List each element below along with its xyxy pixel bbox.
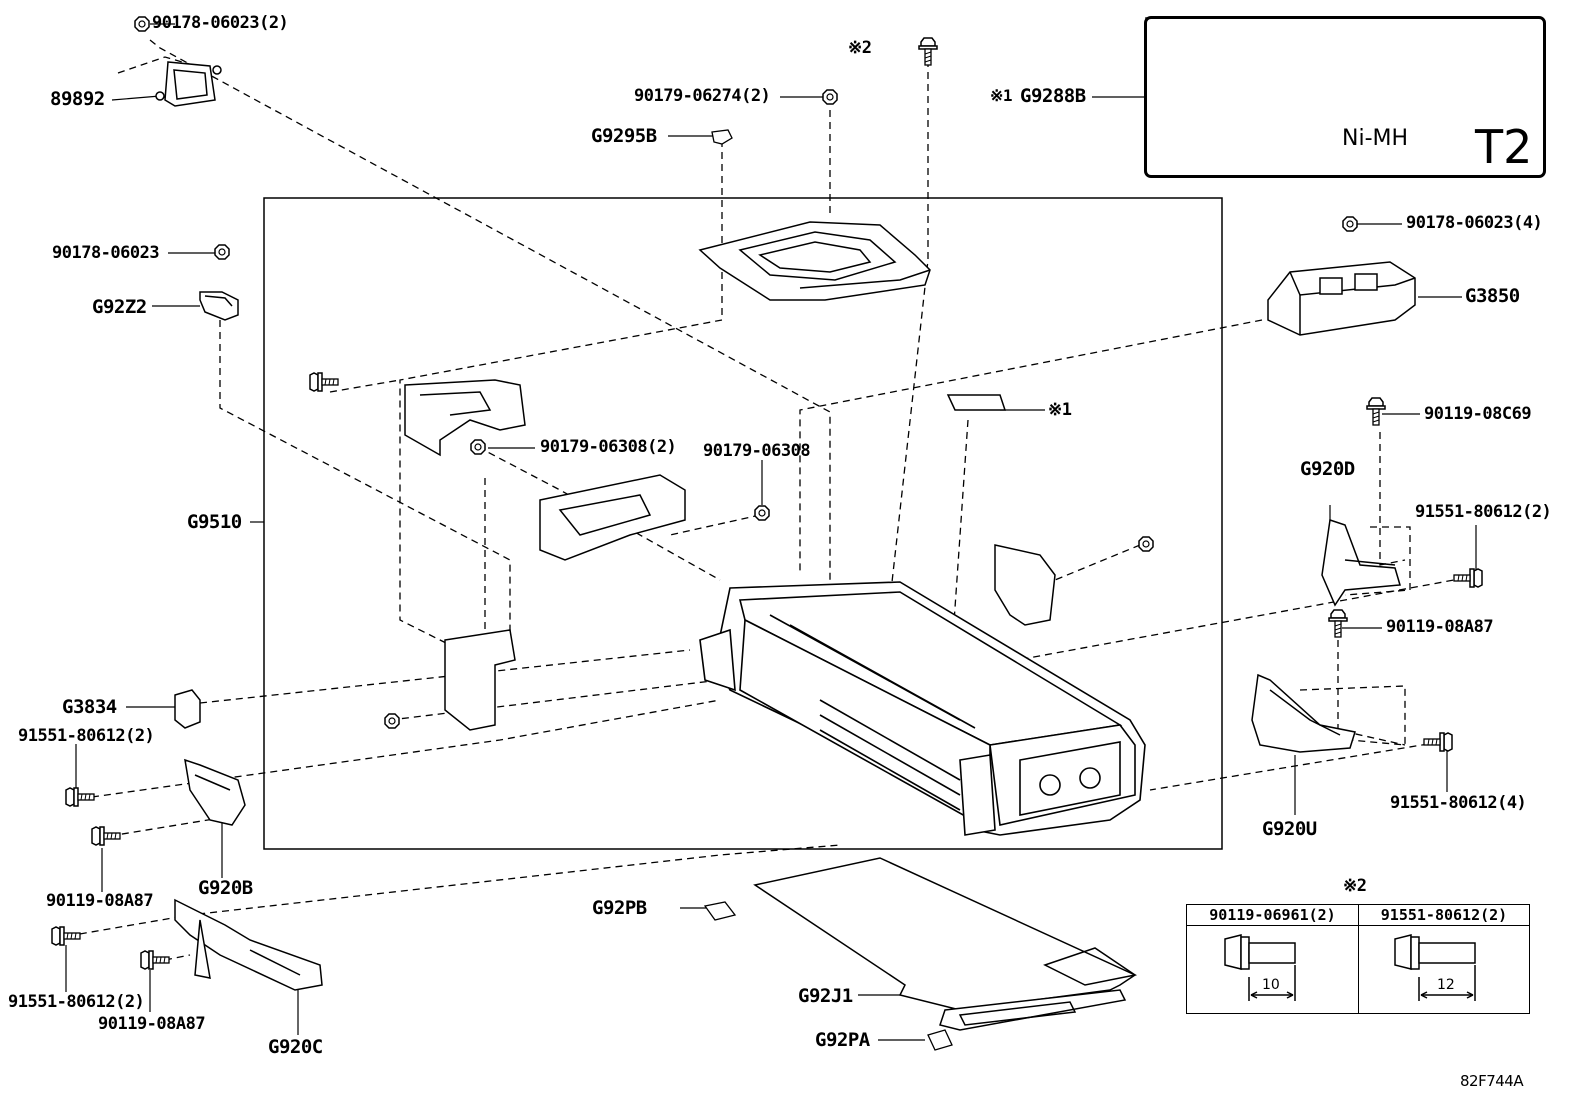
bracket-G920C xyxy=(174,898,323,991)
bolt-inset-table: 90119-06961(2) 10 91551-80612(2) xyxy=(1186,904,1530,1014)
bracket-G92Z2 xyxy=(199,291,239,321)
warning-label-G9288B xyxy=(1144,16,1546,178)
clip-G9295B xyxy=(711,129,733,145)
pad-G92PA xyxy=(927,1029,953,1051)
label-G920B: G920B xyxy=(198,877,253,899)
bracket-G920D xyxy=(1321,519,1401,607)
inset-note: ※2 xyxy=(1343,876,1367,896)
label-90179-06308: 90179-06308 xyxy=(703,441,811,461)
label-90119-08C69: 90119-08C69 xyxy=(1424,404,1532,424)
label-G9295B: G9295B xyxy=(591,125,657,147)
pad-G92PB xyxy=(703,901,737,921)
label-91551-80612-2-bottom: 91551-80612(2) xyxy=(8,992,145,1012)
label-90178-06023-4: 90178-06023(4) xyxy=(1406,213,1543,233)
label-G92Z2: G92Z2 xyxy=(92,296,147,318)
diagram-id: 82F744A xyxy=(1460,1072,1524,1090)
label-90119-08A87-left: 90119-08A87 xyxy=(46,891,154,911)
upper-cover xyxy=(698,221,931,301)
sensor-89892 xyxy=(155,61,222,107)
label-90179-06274-2: 90179-06274(2) xyxy=(634,86,771,106)
inset-column-right: 91551-80612(2) 12 xyxy=(1358,905,1529,1013)
label-code-t2: T2 xyxy=(1475,120,1533,174)
label-90179-06308-2: 90179-06308(2) xyxy=(540,437,677,457)
label-G9510: G9510 xyxy=(187,511,242,533)
label-G92J1: G92J1 xyxy=(798,985,853,1007)
inset-column-left: 90119-06961(2) 10 xyxy=(1187,905,1358,1013)
inset-part-left: 90119-06961(2) xyxy=(1187,905,1358,926)
label-91551-80612-2-right: 91551-80612(2) xyxy=(1415,502,1552,522)
label-90119-08A87-bottom: 90119-08A87 xyxy=(98,1014,206,1034)
inset-part-right: 91551-80612(2) xyxy=(1359,905,1529,926)
bolt-10-icon xyxy=(1224,934,1296,1001)
label-91551-80612-4: 91551-80612(4) xyxy=(1390,793,1527,813)
inset-length-right: 12 xyxy=(1437,977,1455,993)
inner-brackets xyxy=(404,379,1056,731)
label-90178-06023-2: 90178-06023(2) xyxy=(152,13,289,33)
note1-prefix: ※1 xyxy=(990,86,1013,105)
bracket-G3834 xyxy=(174,689,201,729)
bolt-12-icon xyxy=(1394,934,1476,1001)
leader-lines xyxy=(65,23,1477,1041)
label-G920D: G920D xyxy=(1300,458,1355,480)
label-G920C: G920C xyxy=(268,1036,323,1058)
assembly-lines xyxy=(67,39,1466,961)
label-91551-80612-2-left: 91551-80612(2) xyxy=(18,726,155,746)
label-G92PA: G92PA xyxy=(815,1029,870,1051)
label-G3834: G3834 xyxy=(62,696,117,718)
label-89892: 89892 xyxy=(50,88,105,110)
label-90178-06023: 90178-06023 xyxy=(52,243,160,263)
label-90119-08A87-right: 90119-08A87 xyxy=(1386,617,1494,637)
assembly-frame xyxy=(263,197,1223,850)
ni-mh-text: Ni-MH xyxy=(1342,126,1409,151)
junction-G3850 xyxy=(1267,261,1416,336)
inset-length-left: 10 xyxy=(1262,977,1280,993)
note1-label: ※1 xyxy=(1048,400,1072,420)
label-G9288B: G9288B xyxy=(1020,85,1086,107)
label-G920U: G920U xyxy=(1262,818,1317,840)
bracket-G920U xyxy=(1251,673,1356,753)
label-G92PB: G92PB xyxy=(592,897,647,919)
label-G3850: G3850 xyxy=(1465,285,1520,307)
bracket-G920B xyxy=(184,758,246,826)
sheet-G92J1 xyxy=(753,857,1137,1031)
battery-pack xyxy=(699,581,1146,836)
note2-top: ※2 xyxy=(848,38,872,58)
